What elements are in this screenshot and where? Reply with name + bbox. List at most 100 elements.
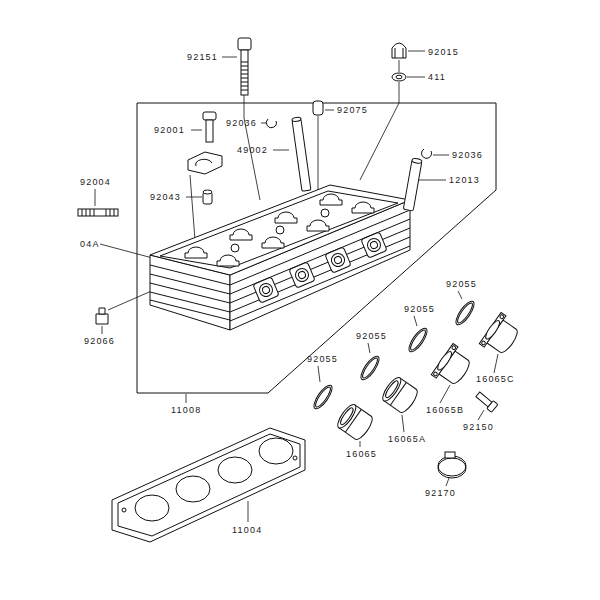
callout-number: 92036	[226, 117, 257, 129]
intake-port	[294, 267, 311, 284]
o-ring	[406, 326, 430, 355]
intake-port	[366, 237, 383, 254]
callout-number: 92075	[337, 104, 368, 116]
cylinder-head	[230, 210, 410, 321]
intake-port	[258, 282, 275, 299]
o-ring	[406, 326, 430, 355]
callout-number: 92015	[428, 46, 459, 58]
small-parts	[241, 62, 248, 90]
carburetor-holder	[380, 375, 404, 404]
o-ring	[358, 354, 382, 383]
small-parts	[266, 119, 276, 128]
bolt-and-clamp	[438, 456, 466, 476]
callout-number: 92055	[446, 278, 477, 290]
small-parts	[96, 314, 108, 324]
callout-number: 49002	[237, 144, 268, 156]
o-ring	[360, 356, 379, 380]
small-parts	[403, 158, 422, 211]
callout-number: 92043	[150, 191, 181, 203]
intake-port	[369, 240, 378, 249]
leader-line	[399, 82, 400, 103]
intake-port	[325, 247, 351, 273]
carburetor-holder	[339, 406, 355, 426]
bolt-and-clamp	[487, 401, 498, 413]
intake-port	[330, 252, 347, 269]
callout-number: 92150	[463, 421, 494, 433]
small-parts	[292, 117, 301, 122]
small-parts	[292, 119, 311, 192]
cam-saddle	[231, 244, 239, 252]
small-parts	[396, 75, 402, 79]
o-ring	[311, 383, 335, 412]
callout-number: 92055	[307, 353, 338, 365]
leader-line	[433, 155, 449, 156]
callout-number: 16065B	[426, 404, 464, 416]
leader-line	[446, 478, 449, 486]
small-parts	[238, 38, 251, 50]
small-parts	[206, 120, 213, 142]
carburetor-holder	[335, 402, 359, 431]
carburetor-holder	[481, 340, 486, 345]
small-parts	[78, 209, 118, 216]
head-gasket	[112, 428, 305, 542]
leader-line	[273, 150, 289, 151]
cam-saddle	[185, 247, 207, 258]
leader-line	[458, 291, 462, 299]
small-parts	[392, 73, 406, 81]
cam-saddle	[321, 209, 329, 217]
cam-saddle	[217, 255, 239, 266]
small-parts	[313, 101, 323, 115]
cylinder-head	[150, 185, 410, 275]
leader-line	[248, 501, 249, 522]
carburetor-holder	[483, 319, 501, 341]
carburetor-holder	[431, 343, 475, 390]
head-gasket	[259, 438, 293, 464]
carburetor-holder	[433, 371, 438, 376]
cylinder-head	[150, 185, 410, 330]
small-parts	[422, 149, 432, 158]
head-gasket	[118, 434, 300, 536]
small-parts	[392, 43, 406, 58]
callout-number: 92055	[404, 303, 435, 315]
cam-saddle	[276, 226, 284, 234]
intake-port	[361, 232, 387, 258]
carburetor-holder	[335, 312, 524, 442]
leader-line	[325, 110, 334, 111]
intake-port	[325, 247, 351, 273]
intake-port	[261, 285, 270, 294]
leader-line	[402, 415, 404, 432]
small-parts	[403, 160, 422, 211]
leader-line	[261, 123, 266, 124]
carburetor-holder	[451, 345, 456, 350]
intake-port	[289, 262, 315, 288]
o-ring	[358, 354, 382, 383]
carburetor-holder	[435, 350, 453, 372]
carburetor-holder	[390, 382, 406, 405]
bolt-and-clamp	[475, 390, 498, 412]
cam-saddle	[320, 194, 342, 205]
head-gasket	[176, 476, 210, 502]
head-gasket	[218, 457, 252, 483]
intake-port	[253, 277, 279, 303]
small-parts	[203, 112, 216, 120]
callout-number: 92151	[187, 51, 218, 63]
head-gasket	[293, 456, 297, 460]
cylinder-head	[150, 265, 230, 320]
callout-number: 11004	[232, 524, 262, 536]
cam-saddle	[352, 202, 374, 213]
small-parts	[78, 38, 432, 324]
small-parts	[203, 190, 212, 194]
callout-number: 92066	[84, 335, 115, 347]
small-parts	[292, 117, 311, 192]
leader-line	[360, 441, 361, 447]
callout-number: 411	[428, 71, 446, 83]
cam-saddle	[307, 220, 329, 231]
leader-line	[95, 189, 96, 206]
callout-number: 04A	[80, 238, 100, 250]
leader-line	[494, 354, 498, 373]
intake-port	[289, 262, 315, 288]
leader-line	[222, 57, 237, 58]
leader-line	[186, 394, 187, 403]
